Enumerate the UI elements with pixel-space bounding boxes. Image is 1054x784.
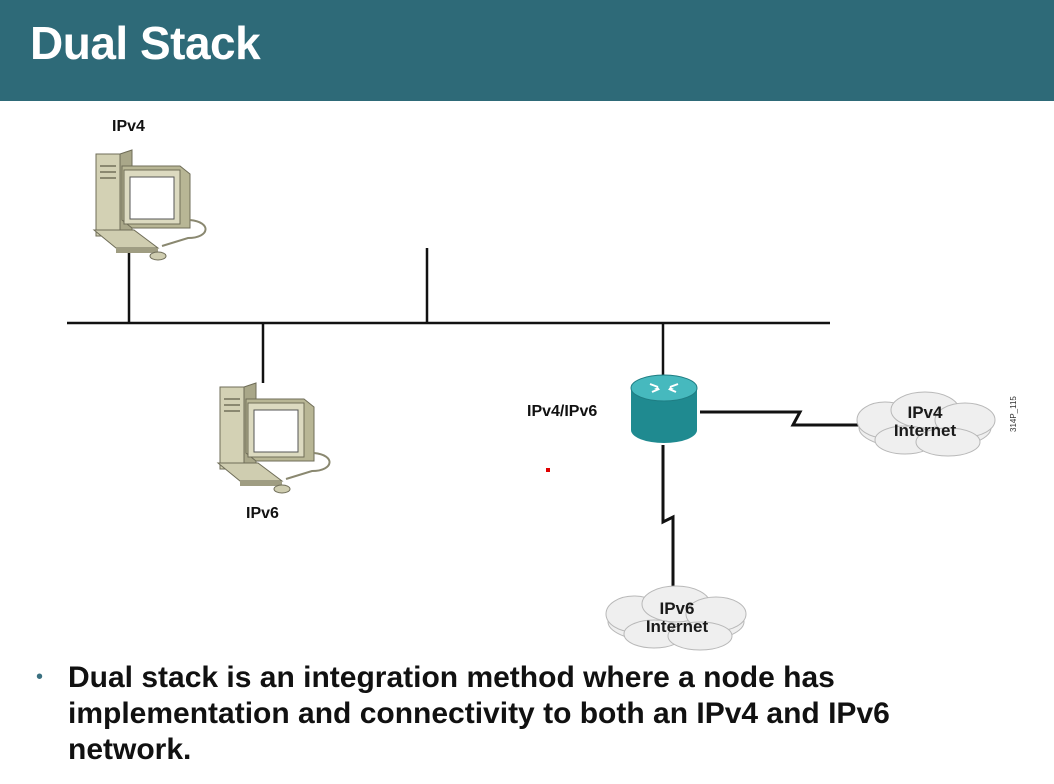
ipv4-host-label: IPv4	[112, 118, 145, 135]
router-label: IPv4/IPv6	[527, 403, 598, 420]
router-icon	[630, 374, 698, 443]
serial-link-ipv4-internet	[700, 410, 860, 427]
ipv6-internet-label: IPv6 Internet	[627, 600, 727, 636]
cloud-icon	[605, 585, 747, 651]
marker-dot	[546, 468, 550, 472]
ipv4-internet-label: IPv4 Internet	[875, 404, 975, 440]
bullet-text: Dual stack is an integration method wher…	[68, 661, 890, 766]
cloud-icon	[856, 391, 996, 457]
ipv6-host-label: IPv6	[246, 505, 279, 522]
desktop-computer-icon	[216, 382, 331, 494]
ipv4-internet-label-line2: Internet	[893, 421, 957, 440]
ipv6-internet-label-line2: Internet	[645, 617, 709, 636]
title-bar: Dual Stack	[0, 0, 1054, 101]
ethernet-segment	[67, 248, 830, 383]
figure-code: 314P_115	[1009, 396, 1018, 432]
ipv6-internet-label-line1: IPv6	[659, 599, 695, 618]
page-title: Dual Stack	[30, 17, 261, 69]
ipv4-internet-label-line1: IPv4	[907, 403, 943, 422]
bullet-marker: •	[36, 666, 44, 688]
serial-link-ipv6-internet	[661, 445, 675, 590]
desktop-computer-icon	[92, 149, 207, 261]
